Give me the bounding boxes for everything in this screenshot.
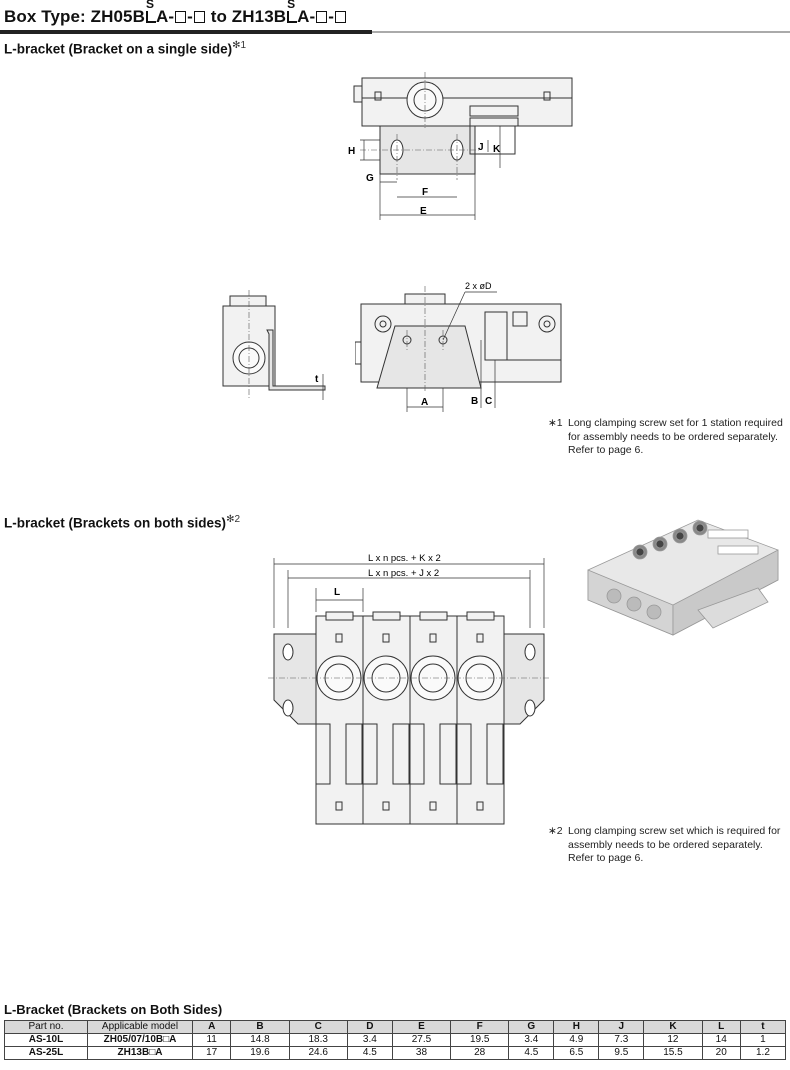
svg-text:J: J <box>478 142 484 153</box>
product-photo <box>587 519 779 636</box>
svg-text:L: L <box>334 587 340 598</box>
option-box <box>316 11 328 23</box>
svg-text:K: K <box>493 144 501 155</box>
svg-text:L x n pcs. + J x 2: L x n pcs. + J x 2 <box>368 568 439 579</box>
option-box <box>175 11 187 23</box>
col-header: F <box>450 1020 510 1034</box>
title-rule-light <box>372 31 790 33</box>
table-title: L-Bracket (Brackets on Both Sides) <box>4 1002 223 1017</box>
svg-text:B: B <box>471 396 478 407</box>
col-header: G <box>508 1020 555 1034</box>
svg-text:H: H <box>348 146 355 157</box>
col-header: K <box>643 1020 703 1034</box>
svg-text:C: C <box>485 396 492 407</box>
double-bracket-top-view: L x n pcs. + K x 2 L x n pcs. + J x 2 L <box>268 553 550 825</box>
col-header: E <box>391 1020 452 1034</box>
col-header: J <box>598 1020 645 1034</box>
col-header: Applicable model <box>87 1020 193 1034</box>
svg-text:2 x øD: 2 x øD <box>465 281 492 291</box>
option-box <box>335 11 347 23</box>
col-header: t <box>739 1020 787 1034</box>
footnote-1: ∗1 Long clamping screw set for 1 station… <box>548 417 783 456</box>
single-bracket-side-view: t <box>222 290 326 400</box>
single-bracket-front-view: 2 x øD A B C <box>355 281 562 412</box>
spec-table: Part no. Applicable model A B C D E F G … <box>4 1020 787 1060</box>
svg-text:A: A <box>421 397 428 408</box>
selector-symbol: S <box>145 0 156 23</box>
svg-text:L x n pcs. + K x 2: L x n pcs. + K x 2 <box>368 553 441 564</box>
title-rule <box>0 30 372 34</box>
section-title-both: L-bracket (Brackets on both sides)✻2 <box>4 514 241 531</box>
col-header: D <box>346 1020 393 1034</box>
selector-symbol: S <box>286 0 298 23</box>
col-header: A <box>191 1020 232 1034</box>
col-header: B <box>230 1020 290 1034</box>
col-header: L <box>701 1020 741 1034</box>
svg-text:G: G <box>366 173 374 184</box>
option-box <box>193 11 205 23</box>
col-header: C <box>288 1020 348 1034</box>
table-header-row: Part no. Applicable model A B C D E F G … <box>4 1020 787 1034</box>
single-bracket-top-view: H G F E J K <box>348 72 573 220</box>
col-header: H <box>553 1020 600 1034</box>
col-header: Part no. <box>4 1020 88 1034</box>
svg-text:E: E <box>420 206 427 217</box>
section-title-single: L-bracket (Bracket on a single side)✻1 <box>4 40 247 57</box>
svg-text:t: t <box>315 374 319 385</box>
svg-text:F: F <box>422 187 428 198</box>
footnote-2: ∗2 Long clamping screw set which is requ… <box>548 825 781 864</box>
